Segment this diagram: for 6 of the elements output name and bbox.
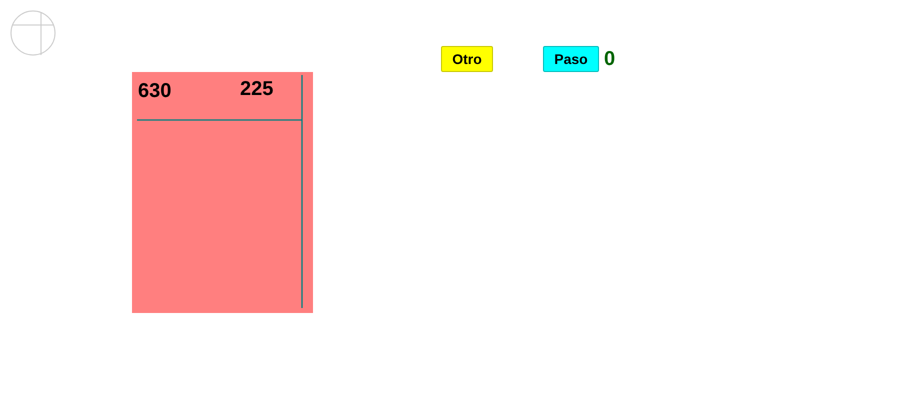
otro-button: Otro bbox=[441, 46, 493, 72]
paso-button: Paso bbox=[543, 46, 599, 72]
dividend-number: 630 bbox=[138, 80, 172, 103]
divisor-number: 225 bbox=[240, 78, 274, 101]
division-panel bbox=[132, 72, 313, 313]
step-counter: 0 bbox=[604, 48, 616, 71]
